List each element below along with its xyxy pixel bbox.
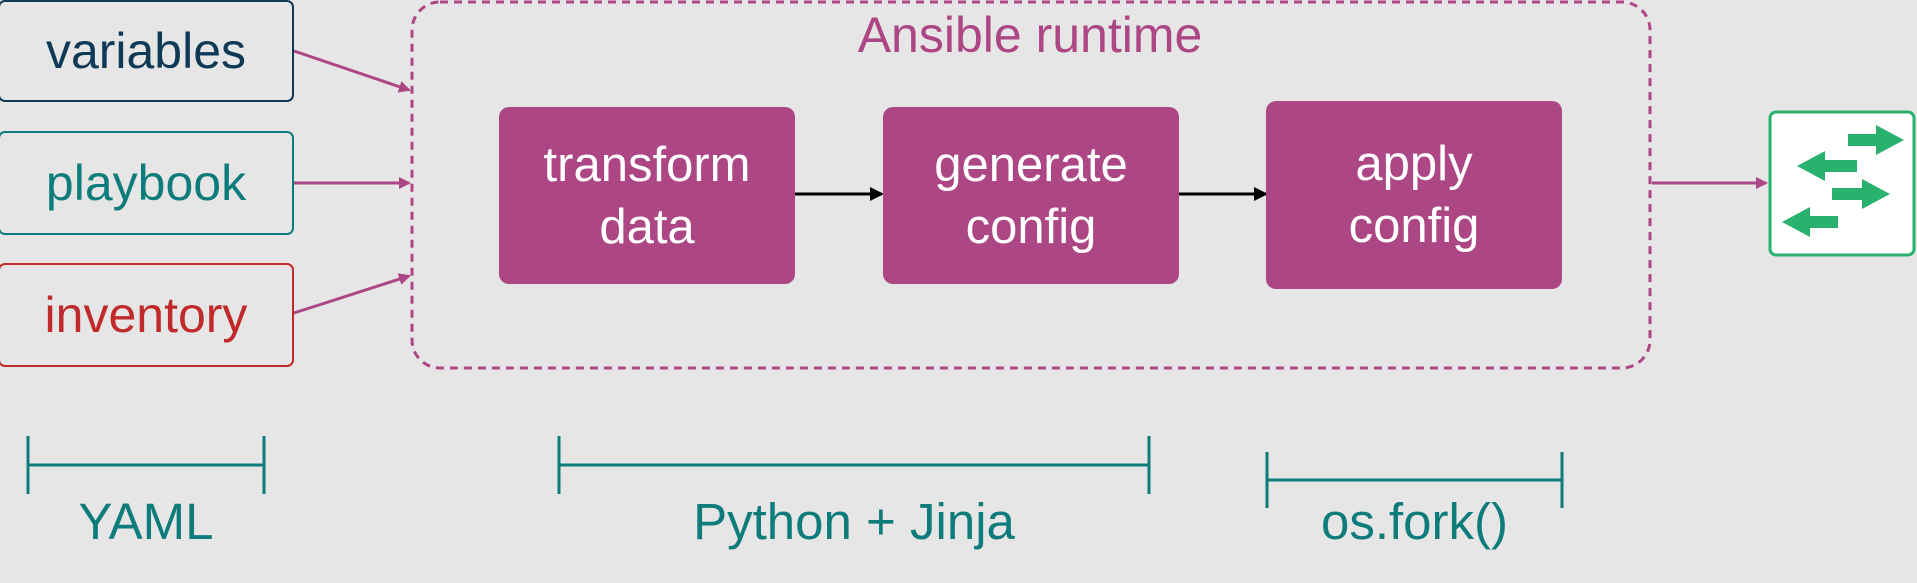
python-jinja-label: Python + Jinja <box>693 493 1015 550</box>
generate-config-line1: generate <box>934 137 1128 192</box>
generate-config-step: generate config <box>883 107 1179 284</box>
inventory-box: inventory <box>0 263 294 367</box>
inventory-arrow <box>293 273 411 315</box>
generate-config-line2: config <box>965 199 1097 254</box>
os-fork-label: os.fork() <box>1320 493 1509 550</box>
apply-config-line1: apply <box>1355 137 1473 191</box>
playbook-box: playbook <box>0 131 294 235</box>
variables-arrow <box>293 49 411 93</box>
apply-config-line2: config <box>1348 199 1480 253</box>
os-fork-bracket <box>1265 452 1564 508</box>
python-jinja-bracket <box>557 436 1151 494</box>
network-switch-icon <box>1768 110 1916 257</box>
yaml-bracket <box>26 436 266 494</box>
variables-box: variables <box>0 0 294 102</box>
runtime-container <box>410 0 1652 370</box>
transform-data-step: transform data <box>499 107 795 284</box>
runtime-title: Ansible runtime <box>857 7 1203 63</box>
transform-data-line1: transform <box>543 137 751 192</box>
playbook-label: playbook <box>45 155 247 211</box>
apply-config-step: apply config <box>1266 101 1562 289</box>
transform-data-line2: data <box>599 199 695 254</box>
yaml-label: YAML <box>78 493 214 550</box>
variables-label: variables <box>45 23 247 79</box>
inventory-label: inventory <box>44 287 248 343</box>
